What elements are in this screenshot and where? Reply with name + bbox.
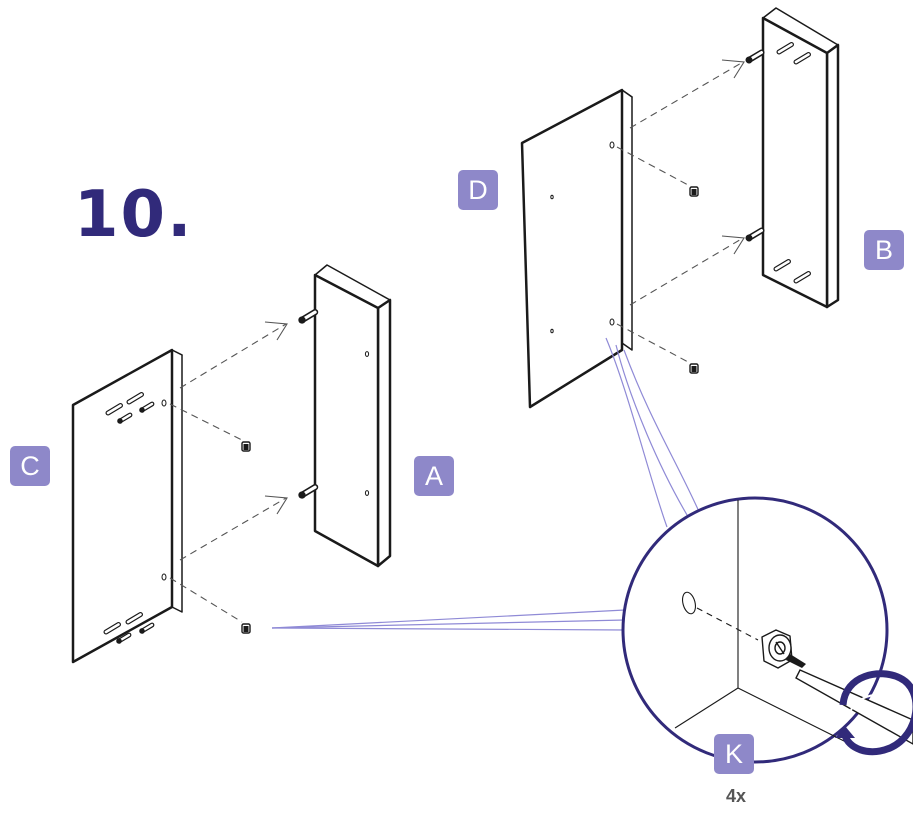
detail-callout [621,496,913,764]
panel-a-holes [364,351,370,496]
panel-c [71,348,183,664]
step-number: 10. [74,178,194,252]
panel-d-holes [550,141,615,334]
screwdriver-icon [786,654,913,745]
part-label-d: D [458,170,498,210]
assembly-paths [169,61,744,623]
panel-b [761,7,840,309]
part-label-c: C [10,446,50,486]
assembly-arrowheads [264,59,745,515]
rotate-arrow-icon [835,670,913,756]
panel-c-holes [161,399,167,581]
callout-lines [271,337,702,631]
panel-a [313,264,392,568]
cam-lock-detail-icon [761,629,793,669]
part-label-a: A [414,456,454,496]
part-label-b: B [864,230,904,270]
panel-d [520,88,633,409]
hardware-quantity: 4x [725,786,747,806]
part-label-k: K [714,734,754,774]
